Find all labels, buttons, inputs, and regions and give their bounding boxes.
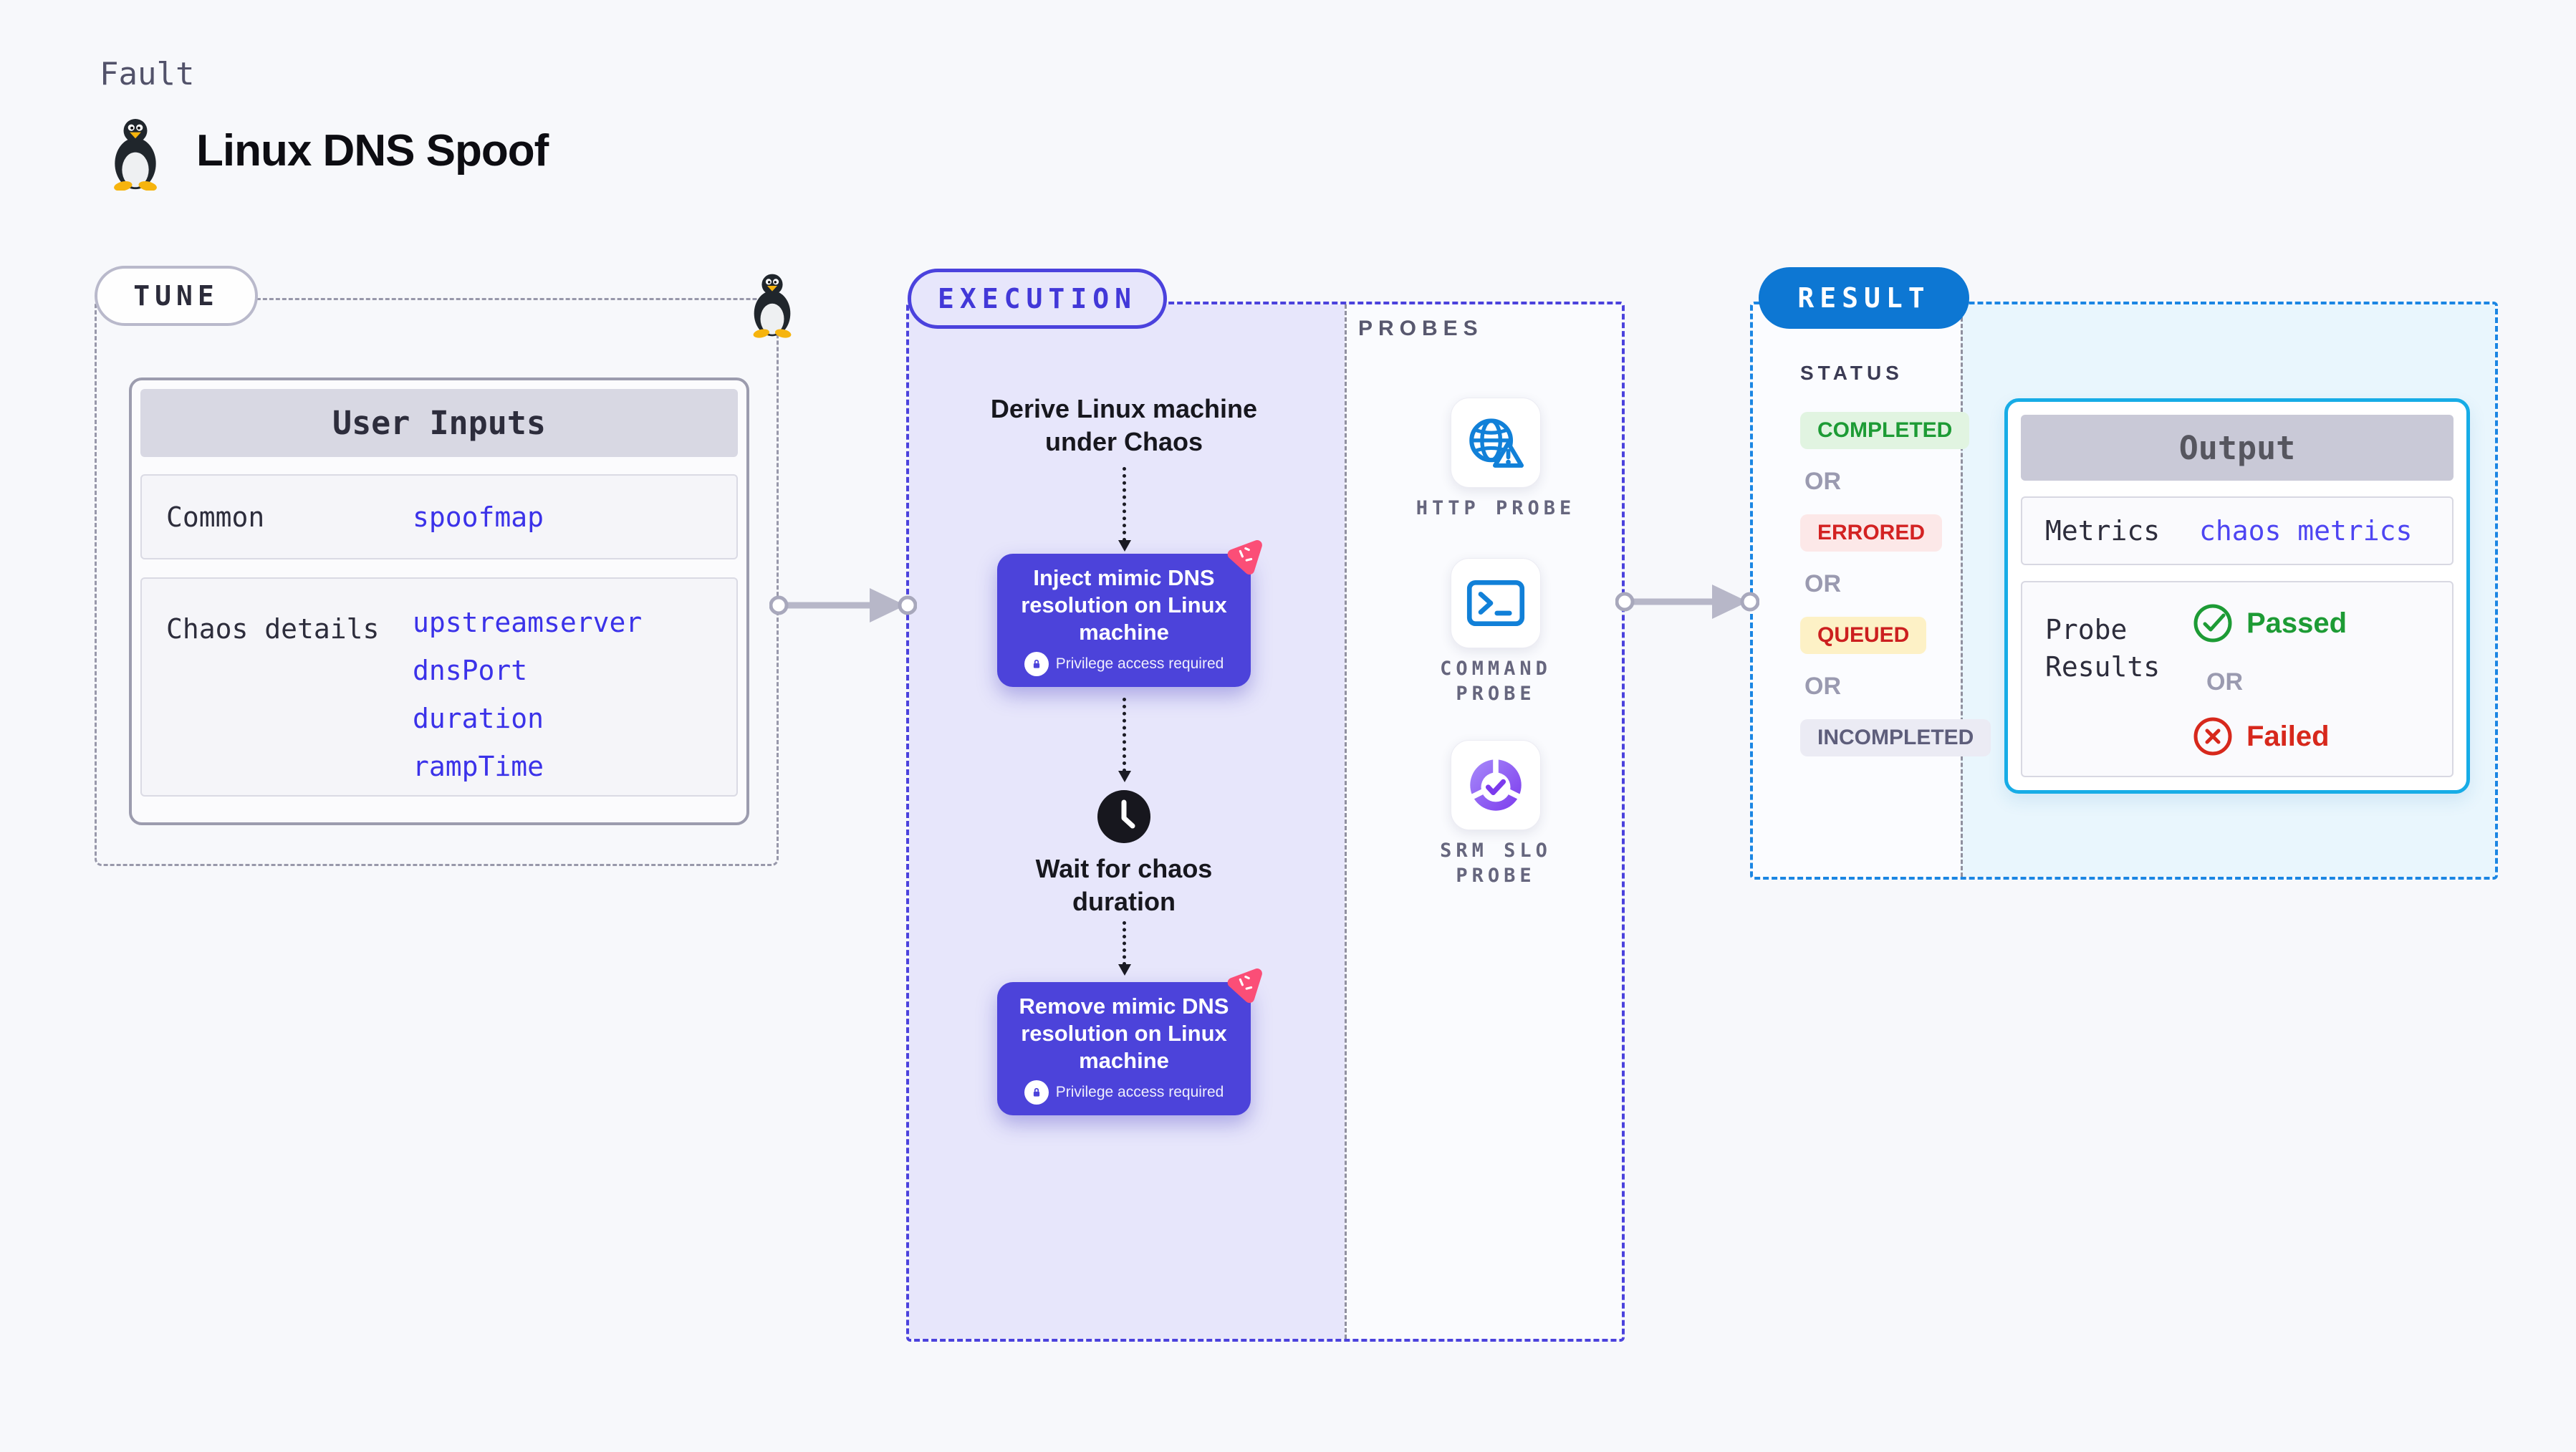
metrics-label: Metrics [2045,515,2161,547]
check-circle-icon [2193,604,2232,643]
arrow-execution-to-result-icon [1615,585,1759,619]
wait-step-label: Wait for chaos duration [1035,854,1213,916]
lock-icon [1024,652,1049,676]
failed-label: Failed [2246,720,2330,752]
probe-results-row: Probe Results Passed OR Failed [2021,581,2454,777]
privilege-badge-label: Privilege access required [1055,1084,1224,1100]
output-header: Output [2021,415,2454,481]
probe-label: SRM SLO PROBE [1440,840,1552,887]
tune-pill: TUNE [95,266,258,326]
probes-heading: PROBES [1358,317,1484,340]
user-inputs-header: User Inputs [140,389,738,457]
srm-slo-probe-card [1451,740,1541,830]
status-badge-incompleted: INCOMPLETED [1800,719,1991,756]
or-separator: OR [1804,673,1841,700]
flow-arrow-down-icon [1118,921,1131,976]
status-badge-completed: COMPLETED [1800,412,1970,449]
input-row-label: Chaos details [166,613,380,645]
http-probe-icon [1469,418,1524,468]
passed-label: Passed [2246,607,2347,639]
status-badge-errored: ERRORED [1800,514,1943,552]
tux-icon [114,118,157,191]
output-card: Output Metrics chaos metrics Probe Resul… [2004,398,2470,794]
probe-label: HTTP PROBE [1416,497,1576,519]
or-separator: OR [2206,668,2243,696]
remove-step-title: Remove mimic DNS resolution on Linux mac… [1019,994,1229,1073]
litmus-chaos-icon [1227,968,1262,1004]
inject-step-title: Inject mimic DNS resolution on Linux mac… [1021,565,1227,645]
or-separator: OR [1804,468,1841,495]
input-row-value: spoofmap [413,501,544,533]
execution-section-box [906,302,1625,1342]
privilege-badge: Privilege access required [1024,1080,1224,1105]
remove-step-box: Remove mimic DNS resolution on Linux mac… [997,968,1262,1115]
page-title: Linux DNS Spoof [196,126,549,176]
probe-label: COMMAND PROBE [1440,658,1552,705]
or-separator: OR [1804,570,1841,597]
input-row-value: duration [413,703,544,734]
arrow-tune-to-execution-icon [769,588,917,622]
passed-result: Passed [2192,602,2347,644]
metrics-row: Metrics chaos metrics [2021,496,2454,565]
result-pill: RESULT [1759,267,1969,329]
status-column: COMPLETED OR ERRORED OR QUEUED OR INCOMP… [1800,412,1991,756]
fault-kicker: Fault [100,56,195,92]
litmus-chaos-icon [1227,539,1262,575]
input-row-chaos-details: Chaos details upstreamserver dnsPort dur… [140,577,738,797]
input-row-label: Common [166,501,265,533]
x-circle-icon [2193,717,2232,756]
failed-result: Failed [2192,716,2330,757]
input-row-common: Common spoofmap [140,474,738,559]
tune-section-box [95,298,779,866]
clock-icon [1097,790,1150,843]
privilege-badge: Privilege access required [1024,652,1224,676]
status-heading: STATUS [1800,362,1903,384]
srm-slo-probe-icon [1469,757,1522,811]
execution-pill: EXECUTION [908,269,1167,329]
chaos-details-values: upstreamserver dnsPort duration rampTime [413,599,642,791]
metrics-value: chaos metrics [2199,515,2413,547]
probe-results-label: Probe Results [2045,614,2161,683]
lock-icon [1024,1080,1049,1105]
inject-step-box: Inject mimic DNS resolution on Linux mac… [997,539,1262,687]
flow-arrow-down-icon [1118,698,1131,782]
input-row-value: dnsPort [413,655,528,686]
flow-arrow-down-icon [1118,467,1131,552]
tux-icon [753,274,792,338]
privilege-badge-label: Privilege access required [1055,655,1224,672]
input-row-value: upstreamserver [413,607,643,638]
command-probe-icon [1466,580,1525,627]
status-badge-queued: QUEUED [1800,617,1927,654]
input-row-value: rampTime [413,751,544,782]
derive-step-label: Derive Linux machine under Chaos [990,394,1258,456]
command-probe-card [1451,558,1541,648]
http-probe-card [1451,398,1541,488]
